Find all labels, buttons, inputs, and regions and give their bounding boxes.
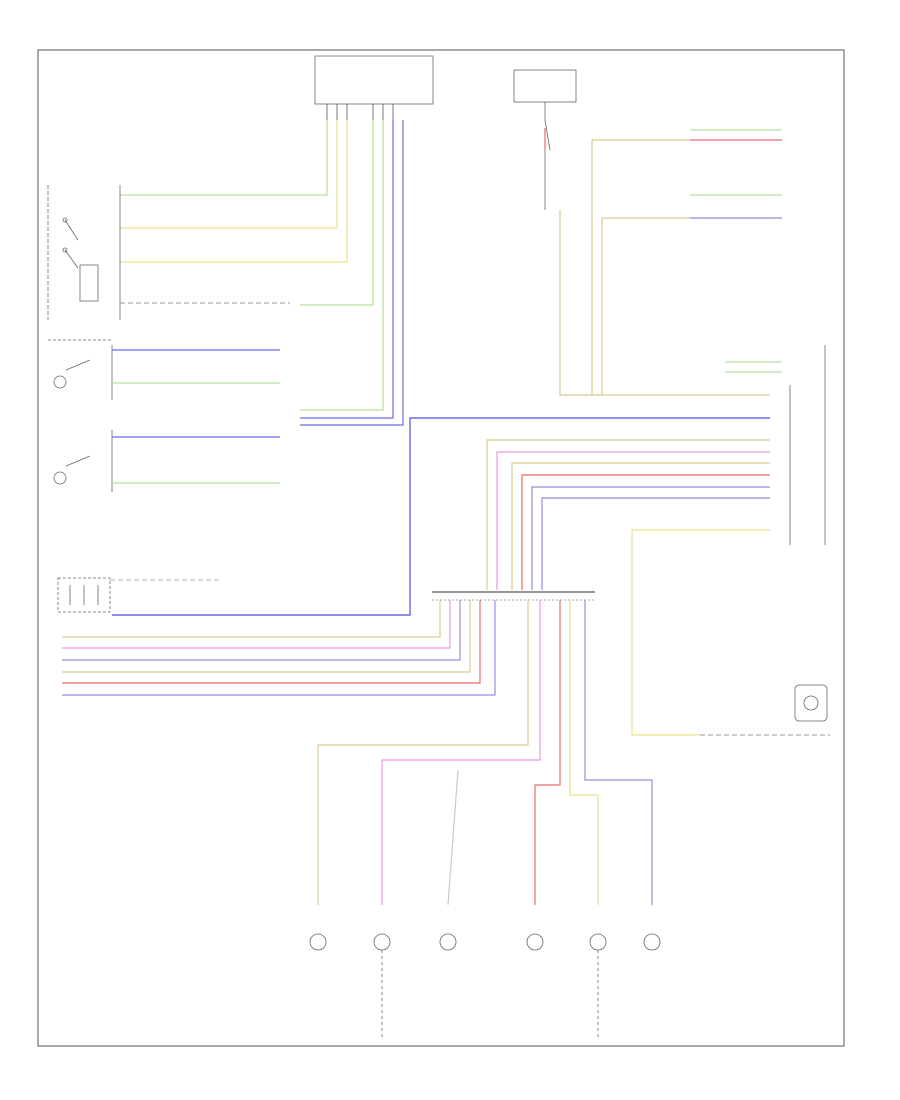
mid-left-switches [48, 339, 113, 492]
wire-green-2 [300, 120, 374, 306]
switch-contact-icon [53, 375, 67, 389]
lamp-bulb-icon [526, 933, 544, 951]
central-connector [432, 591, 595, 601]
lamp-bulb-icon [439, 933, 457, 951]
lamp-bulb-icon [643, 933, 661, 951]
top-right-wires [559, 129, 782, 396]
lamp-bulb-icon [373, 933, 391, 951]
top-right-fuse-box [513, 69, 577, 210]
module-wires [120, 120, 404, 426]
wire-yellow-right [631, 529, 770, 736]
wire-blue-1 [300, 120, 394, 419]
wire-green-1 [120, 120, 328, 196]
left-bus-wires [62, 600, 496, 696]
wire-yellow-2 [120, 120, 348, 263]
lamp-bulb-icon [589, 933, 607, 951]
wire-green-3 [300, 120, 384, 411]
right-lamp [794, 684, 828, 722]
lamp-bulb-icon [803, 695, 819, 711]
connector-down-wires [317, 600, 653, 906]
lamp-bulb-icon [309, 933, 327, 951]
connector-up-wires [486, 439, 770, 590]
wire-yellow-1 [120, 120, 338, 229]
diagram-frame [37, 49, 845, 1047]
module-pins [326, 104, 394, 120]
top-module-box [314, 55, 434, 105]
left-lamp-block [57, 577, 220, 613]
wire-blue-main [112, 417, 770, 616]
mid-left-wires [112, 349, 280, 484]
wire-blue-2 [300, 120, 404, 426]
right-module [789, 345, 826, 545]
bottom-lamps [309, 933, 661, 1040]
left-switch-block [47, 185, 121, 320]
